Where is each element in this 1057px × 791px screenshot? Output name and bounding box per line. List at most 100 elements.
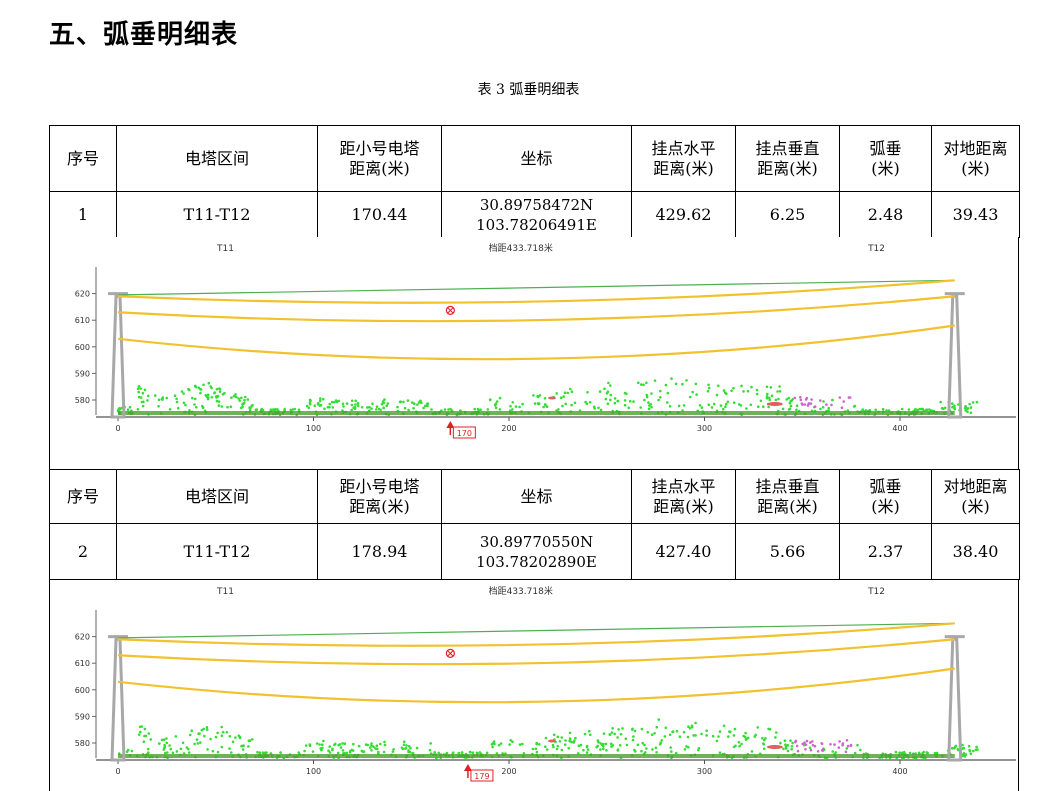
vegetation-point (543, 397, 547, 400)
vegetation-point (235, 395, 238, 399)
vegetation-point (953, 406, 956, 410)
vegetation-point (350, 403, 354, 407)
vegetation-point (248, 739, 252, 742)
vegetation-point (319, 397, 322, 400)
vegetation-point (789, 399, 792, 403)
vegetation-point (276, 408, 279, 411)
vegetation-point (777, 397, 780, 401)
vegetation-point (353, 405, 357, 409)
vegetation-point (730, 389, 733, 393)
vegetation-point (657, 398, 660, 402)
vegetation-point (443, 408, 447, 411)
vegetation-point (917, 751, 921, 755)
vegetation-point (969, 752, 973, 755)
vegetation-point (401, 747, 405, 751)
vegetation-point (943, 406, 947, 410)
vegetation-point (765, 397, 769, 400)
vegetation-point (785, 398, 788, 401)
vegetation-point (762, 747, 766, 751)
vegetation-point (609, 384, 612, 387)
vegetation-point (842, 400, 845, 403)
vegetation-point (165, 741, 169, 745)
vegetation-point (613, 397, 617, 400)
vegetation-point (370, 407, 373, 410)
vegetation-point (553, 733, 556, 737)
col-coordinate: 坐标 (441, 469, 632, 524)
vegetation-point (841, 743, 844, 747)
vegetation-point (950, 746, 954, 750)
vegetation-point (566, 391, 570, 395)
vegetation-point (544, 736, 548, 740)
vegetation-point (194, 385, 198, 389)
vegetation-point (522, 752, 526, 755)
vegetation-point (618, 744, 622, 747)
vegetation-point (139, 396, 143, 399)
vegetation-point (559, 396, 563, 399)
vegetation-point (967, 744, 971, 748)
x-tick-label: 400 (892, 767, 907, 776)
vegetation-point (193, 397, 197, 401)
vegetation-point (199, 741, 202, 744)
vegetation-point (551, 743, 555, 747)
vegetation-point (366, 743, 370, 747)
vegetation-point (248, 408, 252, 412)
vegetation-point (666, 391, 670, 395)
road-patch (766, 745, 783, 749)
vegetation-point (216, 750, 220, 754)
vegetation-point (774, 398, 778, 402)
distance-marker-arrow (463, 764, 472, 771)
vegetation-point (811, 743, 815, 747)
cell-vertical: 5.66 (735, 523, 840, 580)
vegetation-point (342, 405, 345, 408)
vegetation-point (492, 740, 496, 743)
vegetation-point (599, 748, 602, 751)
vegetation-point (660, 739, 664, 742)
vegetation-point (755, 388, 759, 392)
vegetation-point (382, 750, 386, 754)
vegetation-point (819, 407, 822, 411)
vegetation-point (343, 742, 347, 745)
vegetation-point (631, 738, 635, 742)
vegetation-point (940, 406, 944, 410)
cell-sag: 2.48 (839, 191, 932, 238)
vegetation-point (795, 408, 798, 412)
vegetation-point (218, 390, 222, 393)
conductor-middle (117, 638, 955, 666)
vegetation-point (605, 749, 608, 752)
vegetation-point (840, 406, 844, 409)
vegetation-point (545, 748, 549, 751)
vegetation-point (770, 394, 774, 398)
vegetation-point (232, 394, 236, 398)
vegetation-point (914, 408, 917, 411)
vegetation-point (744, 731, 747, 735)
vegetation-point (647, 407, 651, 411)
vegetation-point (140, 400, 144, 404)
vegetation-point (557, 408, 560, 411)
vegetation-point (926, 751, 929, 755)
vegetation-point (749, 403, 753, 407)
vegetation-point (556, 735, 560, 739)
header-row: 序号 电塔区间 距小号电塔距离(米) 坐标 挂点水平距离(米) 挂点垂直距离(米… (49, 125, 1020, 192)
y-tick-label: 610 (75, 659, 90, 668)
vegetation-point (498, 408, 502, 411)
vegetation-point (596, 739, 600, 742)
vegetation-point (563, 391, 567, 394)
vegetation-point (537, 402, 541, 405)
vegetation-point (829, 743, 832, 746)
vegetation-point (647, 401, 650, 404)
ground-surface (118, 411, 955, 415)
vegetation-point (951, 402, 954, 405)
x-tick-label: 300 (697, 767, 712, 776)
vegetation-point (426, 404, 429, 408)
vegetation-point (825, 403, 828, 406)
y-tick-label: 600 (75, 343, 90, 352)
vegetation-point (666, 401, 669, 404)
vegetation-point (789, 739, 792, 742)
vegetation-point (616, 399, 619, 403)
vegetation-point (191, 396, 194, 400)
vegetation-point (762, 742, 765, 746)
cell-vertical: 6.25 (735, 191, 840, 238)
vegetation-point (564, 402, 567, 406)
vegetation-point (190, 729, 193, 732)
